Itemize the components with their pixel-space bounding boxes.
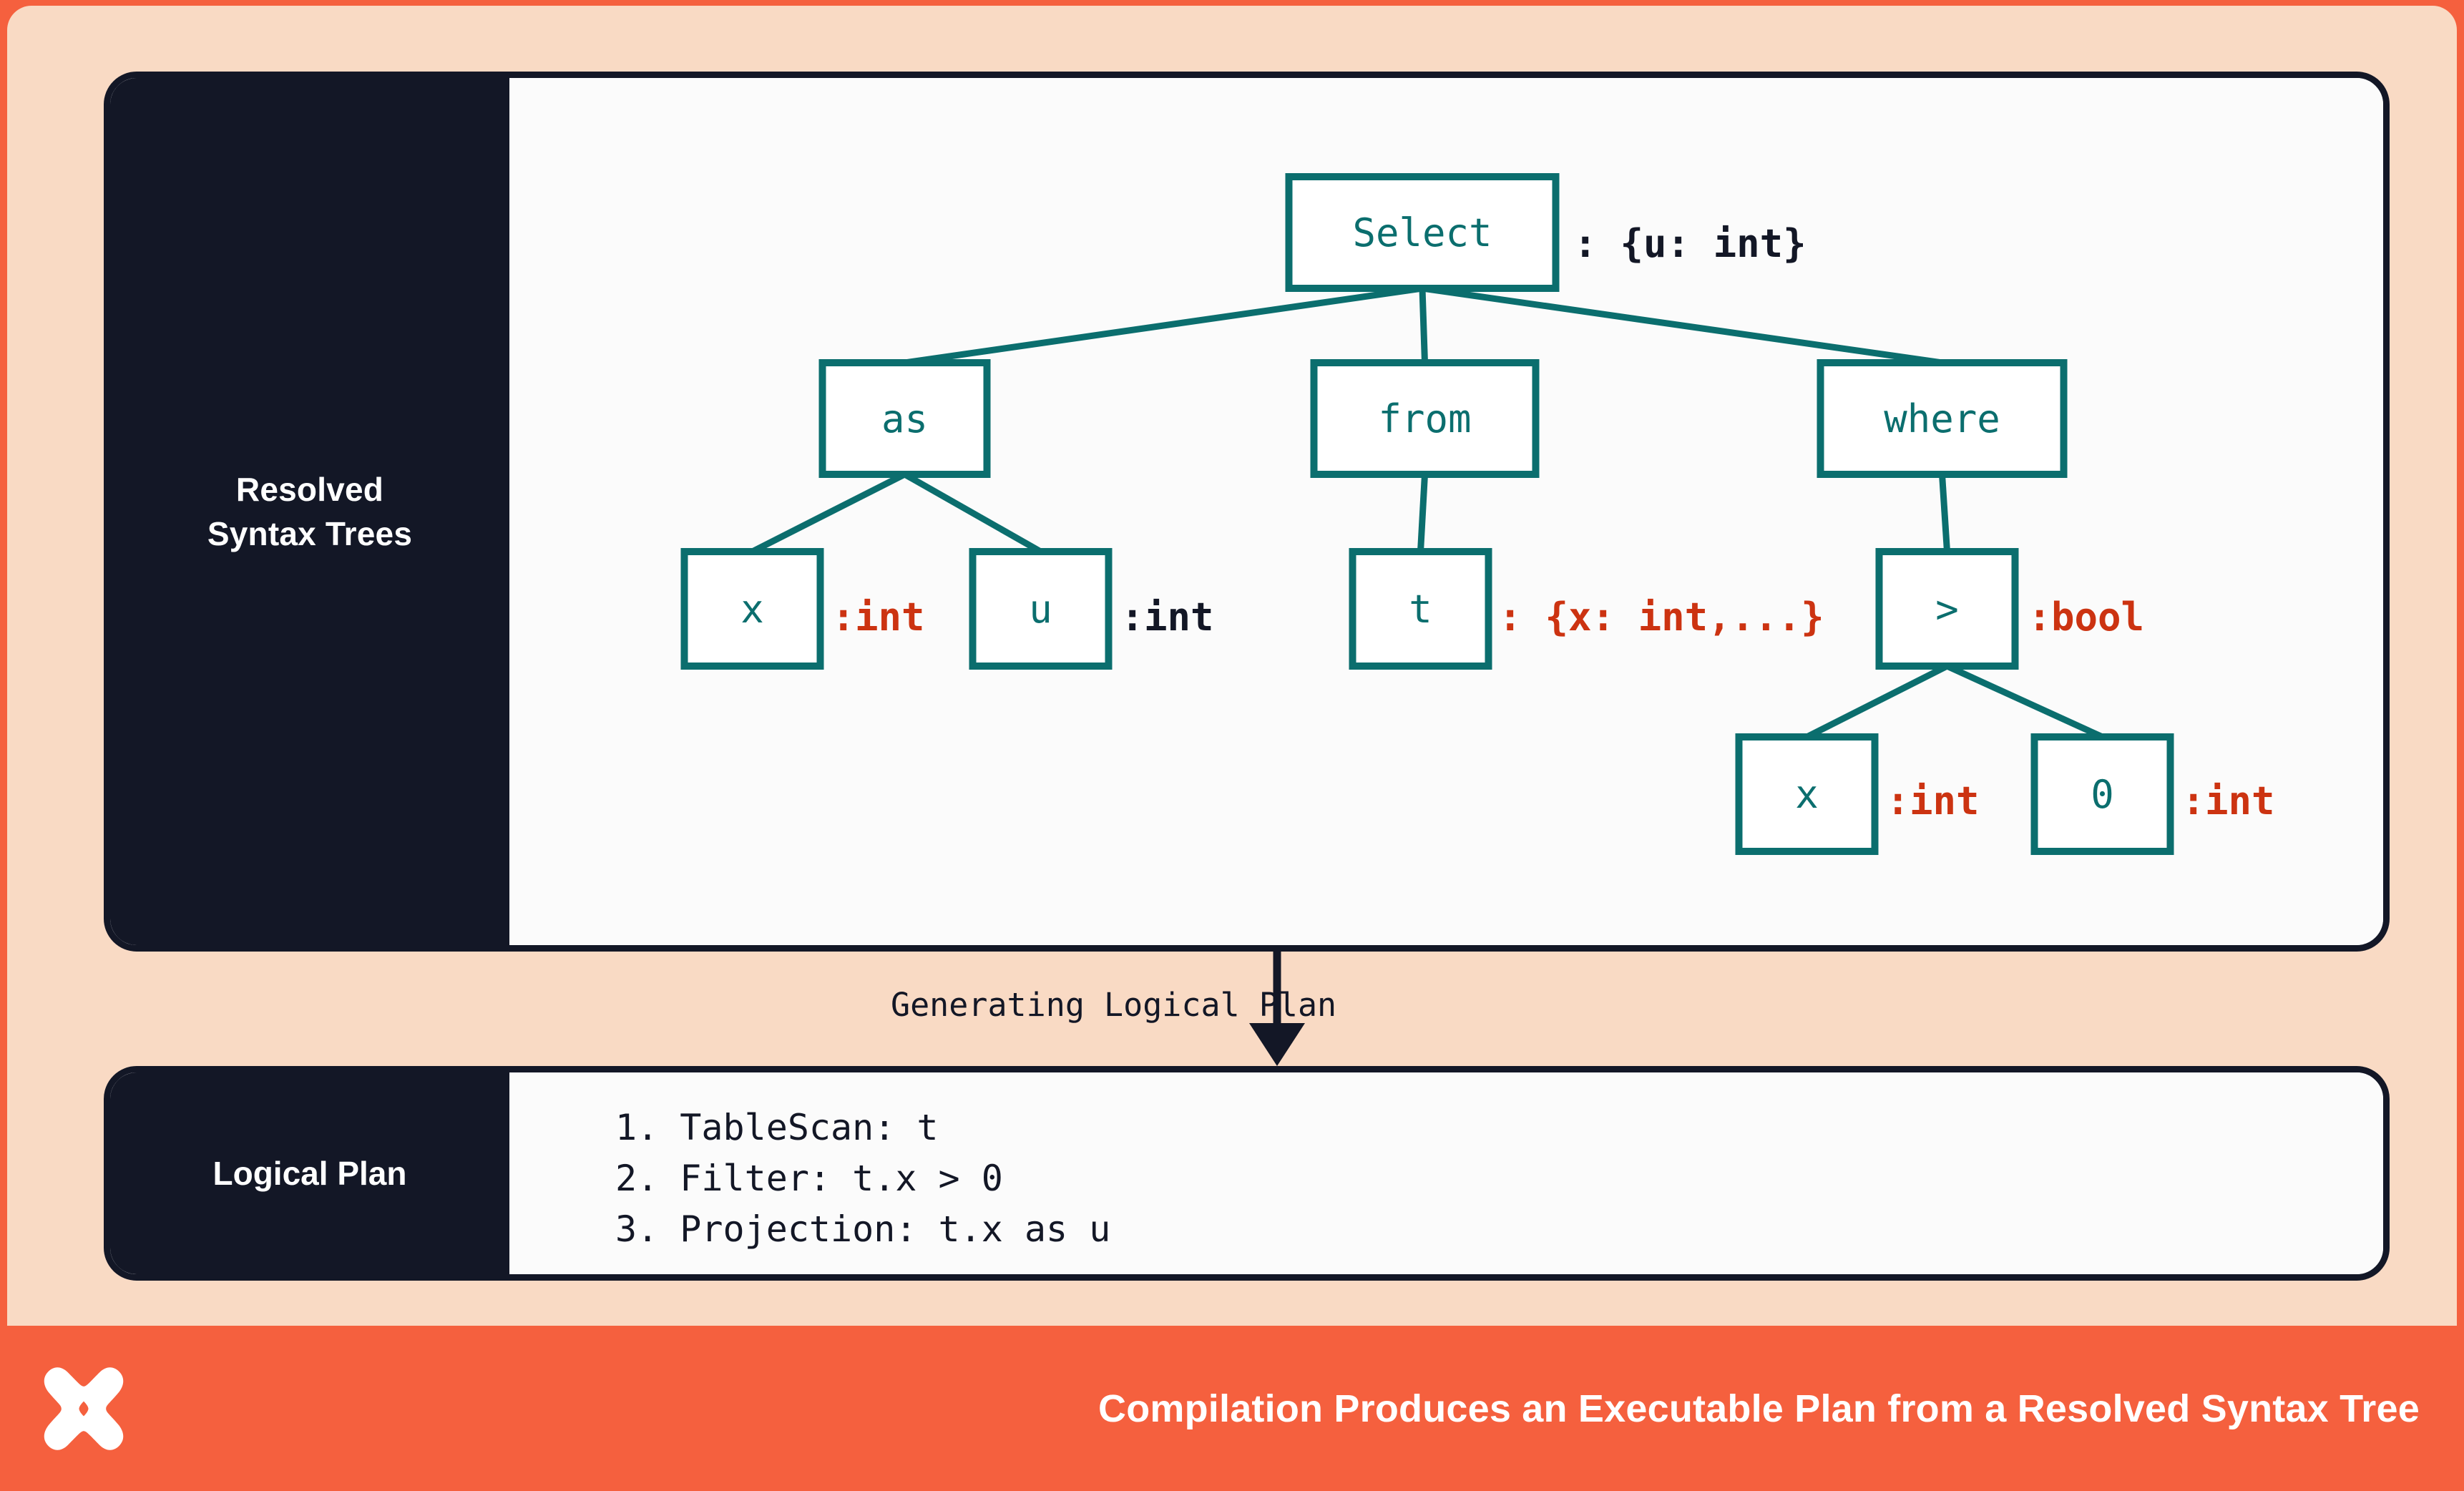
tree-node-box bbox=[1349, 548, 1492, 670]
tree-node-label: where bbox=[1884, 396, 2000, 441]
tree-node-box bbox=[1735, 733, 1879, 855]
resolved-syntax-trees-card: Resolved Syntax Trees Select : {u: int} as… bbox=[104, 72, 2390, 952]
tree-edge bbox=[1945, 663, 2104, 740]
tree-edge bbox=[751, 471, 906, 555]
tree-edge bbox=[903, 471, 1042, 554]
tree-node-leaf-x2: x :int bbox=[1735, 733, 1980, 855]
tree-edges bbox=[751, 285, 2104, 740]
connector-arrow-icon bbox=[1249, 952, 1305, 1066]
logical-plan-step: 3. Projection: t.x as u bbox=[615, 1208, 1111, 1250]
tree-node-label: u bbox=[1029, 587, 1052, 632]
tree-node-box bbox=[969, 548, 1113, 670]
logical-plan-body: 1. TableScan: t 2. Filter: t.x > 0 3. Proj… bbox=[509, 1072, 2383, 1274]
tree-node-select: Select : {u: int} bbox=[1285, 173, 1807, 292]
tree-node-where: where bbox=[1817, 359, 2068, 478]
logical-plan-step: 2. Filter: t.x > 0 bbox=[615, 1158, 1003, 1199]
tree-node-type-annotation: :int bbox=[1121, 595, 1214, 640]
logical-plan-step-list: 1. TableScan: t 2. Filter: t.x > 0 3. Proj… bbox=[509, 1072, 2383, 1255]
tree-node-box bbox=[1875, 548, 2019, 670]
tree-node-label: t bbox=[1409, 587, 1432, 632]
tree-node-box bbox=[1285, 173, 1560, 292]
tree-node-type-annotation: :int bbox=[1887, 778, 1980, 823]
tree-node-leaf-0: 0 :int bbox=[2030, 733, 2275, 855]
tree-node-type-annotation: :int bbox=[832, 595, 925, 640]
rst-label-line1: Resolved bbox=[235, 470, 384, 508]
tree-node-type-annotation: :int bbox=[2182, 778, 2275, 823]
logical-plan-label-text: Logical Plan bbox=[212, 1154, 407, 1192]
tree-node-label: as bbox=[881, 396, 928, 441]
tree-node-box bbox=[1817, 359, 2068, 478]
banner-title: Compilation Produces an Executable Plan … bbox=[1098, 1387, 2420, 1430]
logical-plan-step: 1. TableScan: t bbox=[615, 1107, 939, 1148]
tree-node-as: as bbox=[818, 359, 991, 478]
tree-node-label: x bbox=[740, 587, 764, 632]
tree-node-label: from bbox=[1378, 396, 1471, 441]
tree-node-from: from bbox=[1310, 359, 1540, 478]
tree-edge bbox=[1805, 663, 1949, 740]
tree-edge bbox=[1422, 285, 1943, 366]
tree-node-label: 0 bbox=[2091, 772, 2114, 817]
tree-edge bbox=[1419, 288, 1428, 363]
tree-node-box bbox=[2030, 733, 2174, 855]
syntax-tree-canvas: Select : {u: int} as from where x :int u :int t : … bbox=[509, 78, 2383, 945]
tree-node-label: > bbox=[1935, 587, 1959, 632]
tree-node-box bbox=[1310, 359, 1540, 478]
tree-node-leaf-t: t : {x: int,...} bbox=[1349, 548, 1824, 670]
syntax-tree-svg: Select : {u: int} as from where x :int u :int t : … bbox=[680, 173, 2275, 855]
bottom-banner: Compilation Produces an Executable Plan … bbox=[0, 1326, 2464, 1491]
logical-plan-card: Logical Plan 1. TableScan: t 2. Filter: t… bbox=[104, 1066, 2390, 1281]
tree-node-label: Select bbox=[1352, 210, 1492, 255]
tree-edge bbox=[904, 285, 1423, 366]
tree-edge bbox=[1939, 474, 1950, 552]
generating-logical-plan-connector: Generating Logical Plan bbox=[104, 952, 2390, 1070]
tree-node-label: x bbox=[1795, 772, 1819, 817]
tree-node-type-annotation: : {u: int} bbox=[1574, 221, 1807, 266]
tree-node-leaf-x1: x :int bbox=[680, 548, 925, 670]
tree-node-box bbox=[818, 359, 991, 478]
rst-label-line2: Syntax Trees bbox=[207, 515, 413, 552]
tree-node-type-annotation: :bool bbox=[2028, 595, 2145, 640]
tree-node-leaf-u: u :int bbox=[969, 548, 1214, 670]
tree-node-box bbox=[680, 548, 824, 670]
resolved-syntax-trees-label: Resolved Syntax Trees bbox=[110, 78, 509, 945]
tree-node-gt: > :bool bbox=[1875, 548, 2145, 670]
butterfly-x-logo-icon bbox=[44, 1367, 124, 1450]
connector-label: Generating Logical Plan bbox=[891, 986, 1337, 1024]
tree-edge bbox=[1417, 474, 1428, 552]
tree-node-type-annotation: : {x: int,...} bbox=[1499, 595, 1824, 640]
logical-plan-label: Logical Plan bbox=[110, 1072, 509, 1274]
